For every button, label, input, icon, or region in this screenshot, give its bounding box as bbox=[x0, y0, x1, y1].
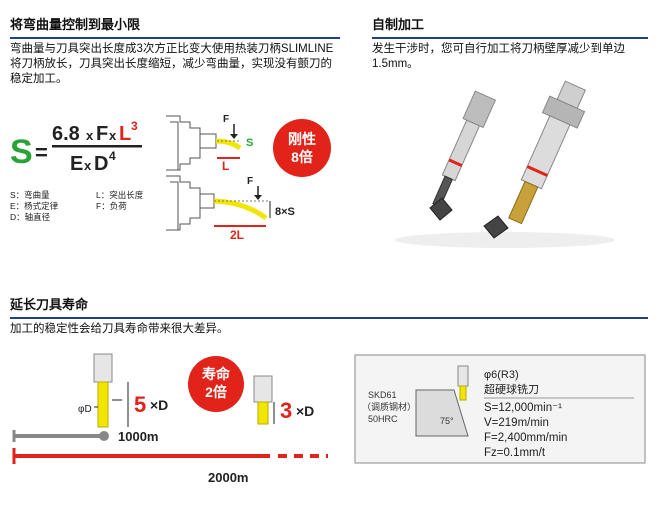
rigidity-illustration: S = 6.8 x F x L 3 E x D 4 S：弯曲量 E：杨式定律 D… bbox=[10, 114, 331, 240]
cutting-speed: V=219m/min bbox=[484, 417, 549, 429]
long-length-unit: ×D bbox=[150, 397, 168, 413]
spindle-speed: S=12,000min⁻¹ bbox=[484, 402, 562, 414]
rigidity-description: 弯曲量与刀具突出长度成3次方正比变大使用热装刀柄SLIMLINE将刀柄放长，刀具… bbox=[10, 43, 334, 85]
short-length-unit: ×D bbox=[296, 403, 314, 419]
tool-life-badge-line2: 2倍 bbox=[205, 384, 227, 400]
short-tool-body bbox=[257, 401, 269, 425]
diameter-label: φD bbox=[78, 404, 92, 415]
formula-times-3: x bbox=[84, 158, 92, 173]
formula-equals: = bbox=[35, 140, 48, 165]
top-force-label: F bbox=[223, 114, 229, 125]
self-made-section-title: 自制加工 bbox=[372, 14, 648, 39]
legend-d: D：轴直径 bbox=[10, 212, 51, 222]
toolholder-photo bbox=[395, 80, 615, 248]
tool-size: φ6(R3) bbox=[484, 369, 519, 381]
rigidity-badge-line1: 刚性 bbox=[288, 131, 316, 147]
tool-name: 超硬球铣刀 bbox=[484, 382, 539, 396]
conditions-panel-frame bbox=[354, 354, 646, 464]
workpiece-hardness: 50HRC bbox=[368, 414, 398, 424]
long-life-label: 2000m bbox=[208, 470, 248, 485]
top-deflection-label: S bbox=[246, 137, 253, 149]
workpiece-material: SKD61 bbox=[368, 390, 397, 400]
rigidity-section-title: 将弯曲量控制到最小限 bbox=[10, 14, 340, 39]
bottom-length-label: 2L bbox=[230, 228, 244, 240]
legend-s: S：弯曲量 bbox=[10, 190, 50, 200]
bottom-deflection-label: 8×S bbox=[275, 206, 295, 218]
tool-life-badge bbox=[188, 356, 244, 412]
formula-s: S bbox=[10, 133, 33, 171]
left-insert bbox=[429, 197, 453, 221]
ballmill-tip bbox=[459, 385, 467, 401]
right-insert bbox=[483, 215, 509, 239]
ballmill-shank bbox=[457, 365, 469, 387]
short-tool-shank bbox=[253, 375, 273, 403]
formula-times-2: x bbox=[109, 128, 117, 143]
rigidity-badge-line2: 8倍 bbox=[291, 149, 313, 165]
formula-times-1: x bbox=[86, 128, 94, 143]
tool-life-badge-line1: 寿命 bbox=[202, 366, 231, 382]
short-length-value: 3 bbox=[280, 398, 292, 423]
bottom-force-label: F bbox=[247, 176, 253, 187]
bottom-force-arrowhead bbox=[254, 195, 262, 200]
formula-d: D bbox=[94, 153, 108, 175]
rigidity-badge bbox=[273, 119, 331, 177]
short-life-label: 1000m bbox=[118, 429, 158, 444]
self-made-description: 发生干涉时，您可自行加工将刀柄壁厚减少到单边1.5mm。 bbox=[372, 43, 625, 70]
short-tool-bend bbox=[215, 138, 242, 151]
formula-fraction-bar bbox=[52, 145, 142, 148]
wall-angle: 75° bbox=[440, 416, 454, 426]
long-tool-shank bbox=[93, 353, 113, 383]
tool-life-section-title: 延长刀具寿命 bbox=[10, 294, 648, 319]
legend-l: L：突出长度 bbox=[96, 190, 144, 200]
formula-d-exponent: 4 bbox=[109, 149, 116, 163]
feed-per-tooth: Fz=0.1mm/t bbox=[484, 447, 546, 459]
long-tool-holder bbox=[166, 175, 215, 231]
formula-e: E bbox=[70, 153, 83, 175]
tool-life-description: 加工的稳定性会给刀具寿命带来很大差异。 bbox=[10, 323, 229, 335]
short-life-end bbox=[99, 431, 109, 441]
top-force-arrowhead bbox=[230, 134, 238, 139]
long-tool-bend bbox=[213, 198, 268, 221]
feed-rate: F=2,400mm/min bbox=[484, 432, 567, 444]
long-tool-body bbox=[97, 381, 109, 428]
formula-coefficient: 6.8 bbox=[52, 123, 80, 145]
workpiece-note: （调质钢材） bbox=[362, 401, 416, 412]
cutting-conditions-panel: SKD61 （调质钢材） 50HRC 75° φ6(R3) 超硬球铣刀 S=12… bbox=[354, 354, 646, 464]
top-length-label: L bbox=[222, 159, 229, 173]
short-tool-holder bbox=[166, 115, 217, 171]
long-length-value: 5 bbox=[134, 392, 146, 417]
formula-l-exponent: 3 bbox=[131, 119, 138, 133]
formula-l: L bbox=[119, 123, 131, 145]
workpiece-block bbox=[415, 389, 469, 437]
photo-shadow bbox=[395, 232, 615, 248]
left-holder bbox=[432, 90, 497, 208]
right-holder bbox=[508, 80, 587, 225]
legend-e: E：杨式定律 bbox=[10, 201, 59, 211]
formula-f: F bbox=[96, 123, 108, 145]
legend-f: F：负荷 bbox=[96, 201, 127, 211]
tool-life-illustration: φD 5 ×D 寿命 2倍 3 ×D 1000m 2000m bbox=[12, 353, 328, 485]
